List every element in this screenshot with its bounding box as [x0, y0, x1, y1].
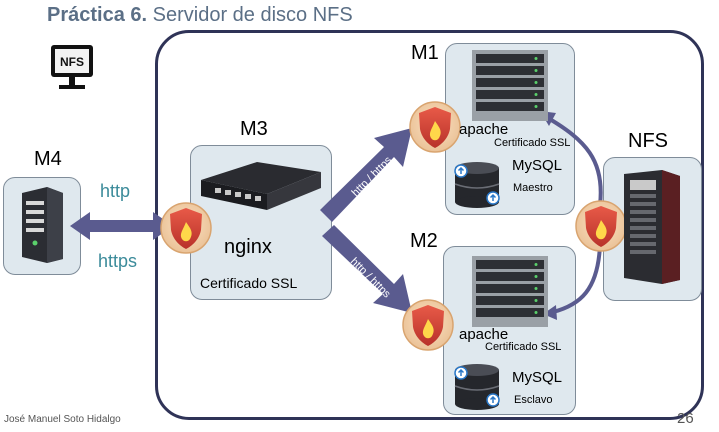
- m3-label: M3: [240, 118, 268, 140]
- nfs-monitor-label: NFS: [60, 55, 84, 69]
- m4-server-icon: [22, 187, 63, 263]
- m1-cert-label: Certificado SSL: [494, 137, 571, 149]
- m1-shield-icon: [409, 101, 461, 153]
- title-rest: Servidor de disco NFS: [147, 4, 353, 26]
- slide-title: Práctica 6. Servidor de disco NFS: [47, 4, 353, 27]
- m3-cert-label: Certificado SSL: [200, 275, 298, 291]
- m1-nfs-arrow: [546, 116, 603, 206]
- m3-m2-arrow: [322, 225, 412, 313]
- m3-server-label: nginx: [224, 236, 272, 258]
- m1-rack-icon: [472, 50, 548, 121]
- m2-cert-label: Certificado SSL: [485, 341, 562, 353]
- m3-m1-arrow: [320, 128, 412, 222]
- m3-shield-icon: [160, 202, 212, 254]
- m1-db-label: MySQL: [512, 157, 563, 174]
- m1-db-role-label: Maestro: [513, 182, 553, 194]
- m2-db-label: MySQL: [512, 369, 563, 386]
- m1-label: M1: [411, 42, 439, 64]
- m4-https-label: https: [98, 251, 138, 271]
- m2-server-label: apache: [459, 326, 509, 343]
- m2-shield-icon: [402, 299, 454, 351]
- m2-db-role-label: Esclavo: [514, 394, 553, 406]
- nfs-shield-icon: [575, 200, 627, 252]
- nfs-monitor-icon: NFS: [51, 45, 93, 89]
- nfs-label: NFS: [628, 130, 668, 152]
- m4-m3-arrow: [70, 212, 173, 240]
- m4-label: M4: [34, 148, 62, 170]
- page-number: 26: [677, 410, 694, 427]
- m1-database-icon: [454, 162, 500, 208]
- author-footer: José Manuel Soto Hidalgo: [4, 414, 121, 425]
- m3-switch-icon: [201, 162, 321, 210]
- nfs-m2-arrow: [552, 244, 602, 314]
- title-bold: Práctica 6.: [47, 4, 148, 26]
- nfs-storage-icon: [624, 170, 680, 284]
- m2-database-icon: [454, 364, 500, 410]
- m4-http-label: http: [100, 181, 131, 201]
- m2-label: M2: [410, 230, 438, 252]
- m2-rack-icon: [472, 256, 548, 327]
- m1-server-label: apache: [459, 121, 509, 138]
